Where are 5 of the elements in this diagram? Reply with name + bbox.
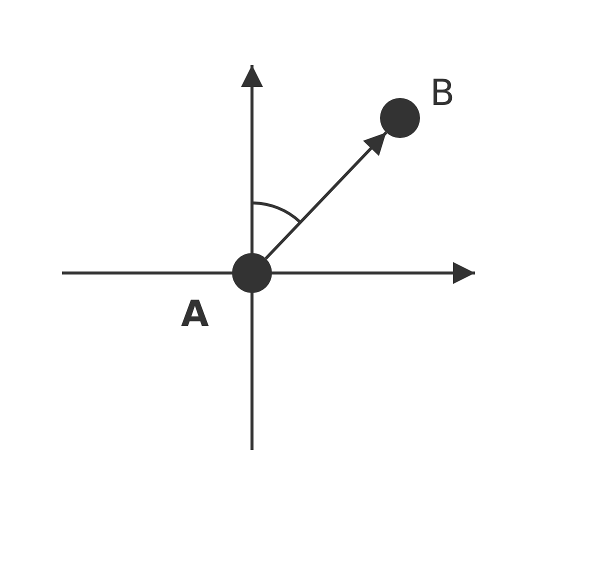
arrow — [264, 131, 388, 260]
point-dot — [232, 253, 272, 293]
point-label: A — [181, 297, 209, 333]
point-label: B — [430, 76, 455, 112]
point-dot — [380, 98, 420, 138]
